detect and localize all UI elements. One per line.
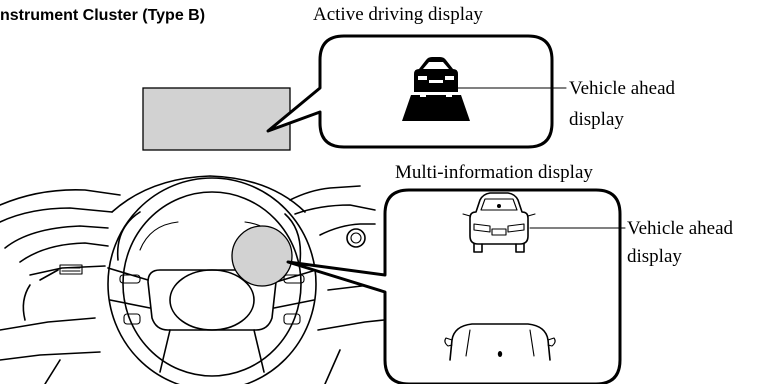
dashboard-illustration xyxy=(0,175,385,384)
top-vehicle-ahead-label-line1: Vehicle ahead xyxy=(569,78,676,99)
multi-information-display-area xyxy=(231,225,293,287)
bottom-vehicle-ahead-label-line2: display xyxy=(627,246,682,267)
vehicle-ahead-rear-icon xyxy=(462,192,536,253)
active-driving-display-callout xyxy=(266,34,554,149)
vehicle-ahead-icon xyxy=(402,57,470,121)
active-driving-display-title: Active driving display xyxy=(313,4,483,25)
multi-information-display-title: Multi-information display xyxy=(395,162,593,183)
own-vehicle-hood-icon xyxy=(444,323,556,361)
bottom-vehicle-ahead-label-line1: Vehicle ahead xyxy=(627,218,734,239)
top-vehicle-ahead-label-line2: display xyxy=(569,109,624,130)
active-driving-display-area xyxy=(142,87,291,151)
section-title: nstrument Cluster (Type B) xyxy=(0,7,205,24)
